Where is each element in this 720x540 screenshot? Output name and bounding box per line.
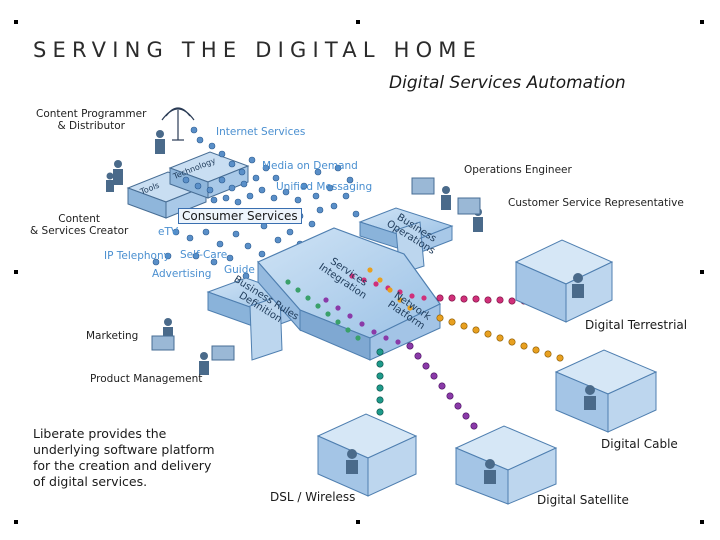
corner-marker (14, 20, 18, 24)
digital-satellite-label: Digital Satellite (537, 493, 629, 507)
page-title: SERVING THE DIGITAL HOME (33, 38, 483, 62)
digital-cable-label: Digital Cable (601, 437, 678, 451)
etv-label: eTV (158, 226, 179, 238)
content-programmer-label: Content Programmer & Distributor (36, 108, 147, 132)
digital-terrestrial-label: Digital Terrestrial (585, 318, 688, 332)
workstation-icon (151, 177, 481, 361)
customer-service-rep-label: Customer Service Representative (508, 197, 684, 209)
corner-marker (356, 520, 360, 524)
marketing-label: Marketing (86, 330, 139, 342)
corner-marker (700, 20, 704, 24)
dsl-dot-line (376, 348, 384, 416)
internet-services-label: Internet Services (216, 126, 306, 138)
operations-engineer-label: Operations Engineer (464, 164, 572, 176)
product-management-label: Product Management (90, 373, 203, 385)
corner-marker (700, 270, 704, 274)
house-satellite (454, 425, 558, 505)
guide-label: Guide (224, 264, 255, 276)
corner-marker (700, 520, 704, 524)
unified-messaging-label: Unified Messaging (276, 181, 373, 193)
service-dot-cloud (152, 126, 360, 280)
house-terrestrial (514, 239, 614, 323)
consumer-services-label: Consumer Services (178, 208, 302, 224)
dsl-wireless-label: DSL / Wireless (270, 490, 356, 504)
corner-marker (14, 270, 18, 274)
page-subtitle: Digital Services Automation (389, 73, 626, 93)
house-cable (554, 349, 658, 433)
caption-text: Liberate provides the underlying softwar… (33, 426, 215, 489)
satellite-dot-line (406, 342, 478, 430)
technology-box (168, 151, 250, 199)
house-dsl (316, 413, 418, 497)
cable-dot-line (436, 314, 564, 362)
content-creator-label: Content & Services Creator (30, 213, 129, 237)
corner-marker (356, 20, 360, 24)
media-on-demand-label: Media on Demand (262, 160, 358, 172)
services-platform (257, 227, 441, 361)
ip-telephony-label: IP Telephony (104, 250, 170, 262)
antenna-icon (161, 107, 195, 141)
corner-marker (14, 520, 18, 524)
inner-dot-lines (285, 267, 427, 345)
self-care-label: Self-Care (180, 249, 228, 261)
advertising-label: Advertising (152, 268, 212, 280)
